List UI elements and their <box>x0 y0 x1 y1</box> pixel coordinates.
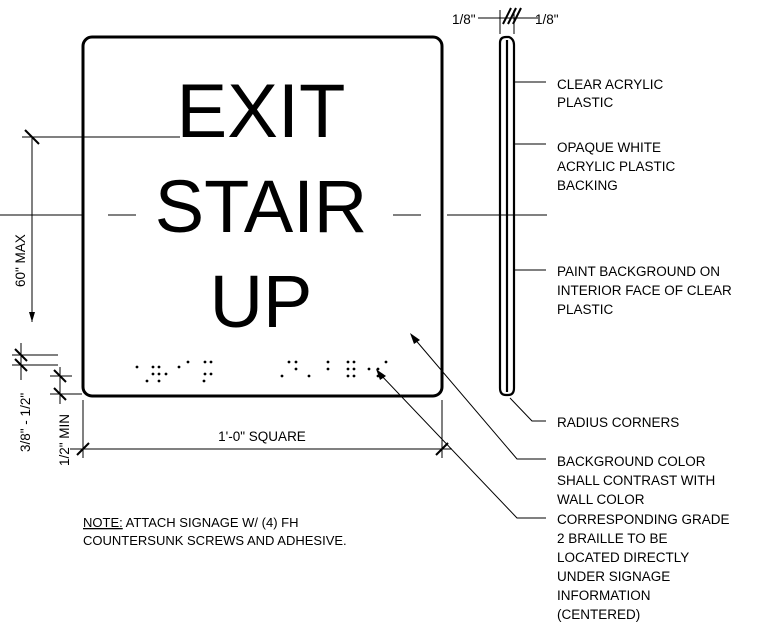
note-line-1: ATTACH SIGNAGE W/ (4) FH <box>123 515 299 530</box>
callout-braille: CORRESPONDING GRADE 2 BRAILLE TO BE LOCA… <box>557 512 733 622</box>
arrowhead-braille <box>376 369 386 380</box>
width-tick-right <box>435 442 449 456</box>
braille-margin-tick-2 <box>53 387 67 401</box>
sign-section-edge <box>498 35 516 397</box>
braille-margin-label: 1/2" MIN <box>57 414 72 466</box>
braille-dots <box>135 360 388 383</box>
callout-background: BACKGROUND COLOR SHALL CONTRAST WITH WAL… <box>557 454 719 507</box>
leader-radius <box>509 397 546 422</box>
callout-radius: RADIUS CORNERS <box>557 415 679 430</box>
callout-paint: PAINT BACKGROUND ON INTERIOR FACE OF CLE… <box>557 264 736 317</box>
callout-backing: OPAQUE WHITE ACRYLIC PLASTIC BACKING <box>557 140 679 193</box>
height-label: 60" MAX <box>13 234 28 287</box>
braille-offset-label: 3/8" - 1/2" <box>18 393 33 452</box>
sign-text-exit: EXIT <box>177 69 346 154</box>
note-label: NOTE: <box>83 515 123 530</box>
braille-offset-tick-1 <box>14 348 28 362</box>
leader-braille <box>378 372 546 519</box>
arrowhead-background <box>410 333 420 344</box>
thickness-tick-1 <box>502 7 512 25</box>
sign-panel <box>81 35 444 398</box>
callout-acrylic: CLEAR ACRYLIC PLASTIC <box>557 77 667 110</box>
braille-margin-tick-1 <box>53 369 67 383</box>
note: NOTE: ATTACH SIGNAGE W/ (4) FH <box>83 515 298 530</box>
sign-text-stair: STAIR <box>155 165 367 248</box>
width-label: 1'-0" SQUARE <box>218 429 306 444</box>
thickness-tick-3 <box>512 7 522 25</box>
note-line-2: COUNTERSUNK SCREWS AND ADHESIVE. <box>83 533 347 548</box>
leader-background <box>412 336 546 460</box>
sign-text-up: UP <box>210 260 313 343</box>
width-tick-left <box>76 442 90 456</box>
thickness-label-right: 1/8" <box>535 12 559 27</box>
thickness-label-left: 1/8" <box>452 12 476 27</box>
thickness-tick-2 <box>507 7 517 25</box>
height-arrow <box>29 312 35 322</box>
braille-offset-tick-2 <box>14 358 28 372</box>
